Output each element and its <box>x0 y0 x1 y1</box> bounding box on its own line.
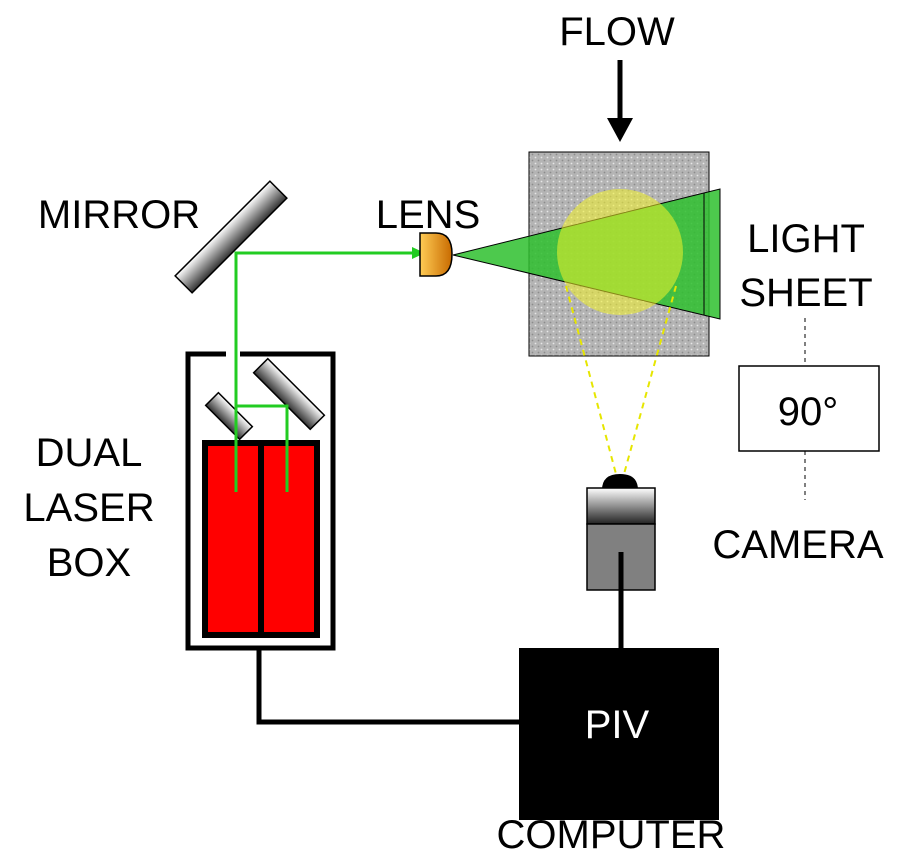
laser-label-line1: DUAL <box>36 431 143 475</box>
angle-label: 90° <box>778 390 839 434</box>
field-of-view <box>557 189 683 315</box>
beam-arrowhead <box>412 247 425 259</box>
lens <box>419 232 453 277</box>
main-mirror <box>174 180 288 294</box>
laser-label-line2: LASER <box>23 486 154 530</box>
laser-cable <box>256 648 521 725</box>
laser-beam <box>234 251 414 492</box>
piv-label: PIV <box>585 703 650 747</box>
flow-arrow <box>607 60 633 142</box>
light-sheet-label-line2: SHEET <box>739 271 872 315</box>
laser-label-line3: BOX <box>47 541 131 585</box>
angle-box <box>738 365 880 452</box>
dual-laser-heads <box>202 440 320 638</box>
internal-mirror-right <box>252 357 326 431</box>
beam-exit-slot <box>226 346 240 362</box>
computer-label: COMPUTER <box>497 813 726 854</box>
piv-computer <box>519 648 719 820</box>
flow-label: FLOW <box>559 10 675 54</box>
camera-label: CAMERA <box>712 523 883 567</box>
lens-label: LENS <box>376 193 481 237</box>
mirror-label: MIRROR <box>38 193 200 237</box>
light-sheet-label-line1: LIGHT <box>747 217 865 261</box>
camera <box>586 474 656 591</box>
